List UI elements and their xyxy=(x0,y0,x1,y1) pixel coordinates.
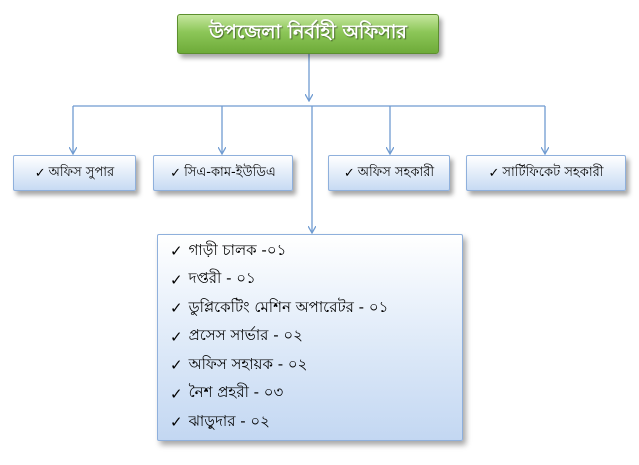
role-box-certificate-assistant: ✓ সার্টিফিকেট সহকারী xyxy=(466,155,626,191)
staff-label: গাড়ী চালক -০১ xyxy=(188,240,287,259)
staff-label: দপ্তরী - ০১ xyxy=(188,269,256,288)
upazila-nirbahi-officer-box: উপজেলা নির্বাহী অফিসার xyxy=(177,14,439,54)
staff-list-box: ✓ গাড়ী চালক -০১ ✓ দপ্তরী - ০১ ✓ ডুপ্লিক… xyxy=(157,234,463,441)
staff-label: অফিস সহায়ক - ০২ xyxy=(188,354,308,373)
check-icon: ✓ xyxy=(170,356,183,375)
staff-label: ডুপ্লিকেটিং মেশিন অপারেটর - ০১ xyxy=(188,297,389,316)
role-label: সার্টিফিকেট সহকারী xyxy=(502,164,604,180)
check-icon: ✓ xyxy=(343,165,355,181)
check-icon: ✓ xyxy=(34,165,46,181)
list-item: ✓ প্রসেস সার্ভার - ০২ xyxy=(170,323,462,352)
role-box-office-assistant: ✓ অফিস সহকারী xyxy=(328,155,450,191)
check-icon: ✓ xyxy=(170,327,183,346)
staff-label: নৈশ প্রহরী - ০৩ xyxy=(188,383,284,402)
top-box-label: উপজেলা নির্বাহী অফিসার xyxy=(209,21,407,43)
check-icon: ✓ xyxy=(170,299,183,318)
check-icon: ✓ xyxy=(170,413,183,432)
list-item: ✓ নৈশ প্রহরী - ০৩ xyxy=(170,380,462,409)
role-box-ca-cum-uda: ✓ সিএ-কাম-ইউডিএ xyxy=(153,155,293,191)
role-box-office-super: ✓ অফিস সুপার xyxy=(13,155,136,191)
role-label: সিএ-কাম-ইউডিএ xyxy=(184,164,276,180)
check-icon: ✓ xyxy=(170,165,182,181)
check-icon: ✓ xyxy=(170,242,183,261)
role-label: অফিস সুপার xyxy=(48,164,115,180)
check-icon: ✓ xyxy=(170,270,183,289)
check-icon: ✓ xyxy=(488,165,500,181)
check-icon: ✓ xyxy=(170,384,183,403)
list-item: ✓ গাড়ী চালক -০১ xyxy=(170,237,462,266)
role-label: অফিস সহকারী xyxy=(357,164,435,180)
staff-label: প্রসেস সার্ভার - ০২ xyxy=(188,326,303,345)
list-item: ✓ অফিস সহায়ক - ০২ xyxy=(170,351,462,380)
staff-label: ঝাড়ুদার - ০২ xyxy=(188,411,270,430)
list-item: ✓ ডুপ্লিকেটিং মেশিন অপারেটর - ০১ xyxy=(170,294,462,323)
list-item: ✓ দপ্তরী - ০১ xyxy=(170,266,462,295)
list-item: ✓ ঝাড়ুদার - ০২ xyxy=(170,408,462,437)
